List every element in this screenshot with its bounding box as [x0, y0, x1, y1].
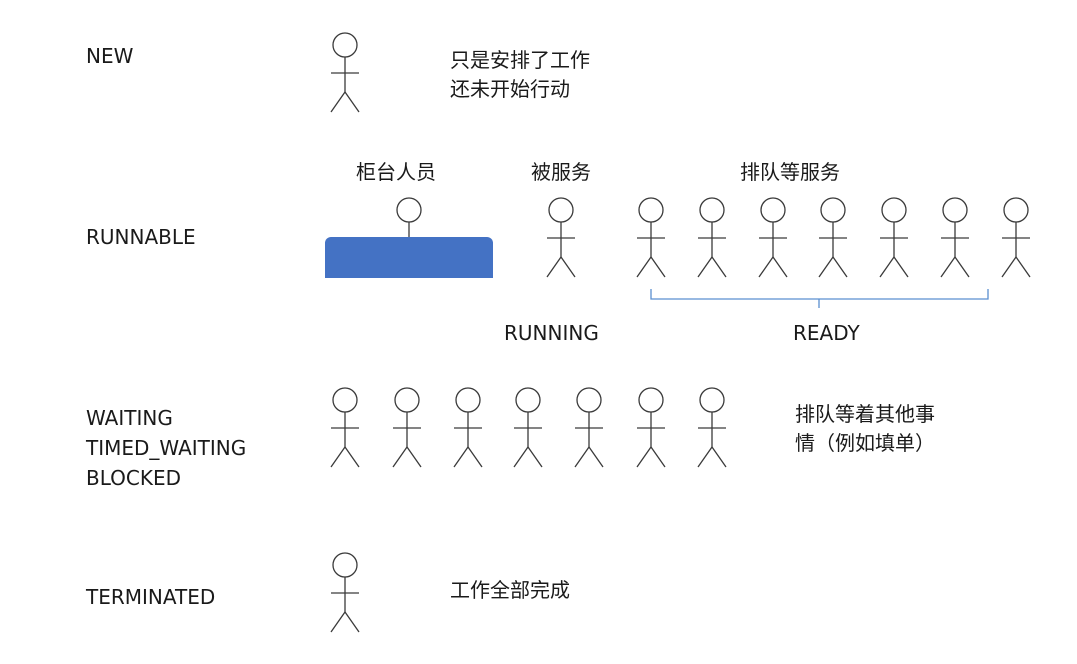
- figure-right-leg: [711, 256, 727, 278]
- figure-left-leg: [546, 256, 562, 278]
- figure-left-leg: [818, 256, 834, 278]
- figure-right-leg: [588, 446, 604, 468]
- running-label: RUNNING: [504, 321, 599, 345]
- figure-left-leg: [330, 91, 346, 113]
- state-label-waiting: WAITING: [86, 406, 173, 430]
- figure-queue: [697, 197, 727, 278]
- figure-waiting: [574, 387, 604, 468]
- state-label-terminated: TERMINATED: [86, 585, 216, 609]
- figure-head: [699, 197, 725, 223]
- figure-head: [332, 32, 358, 58]
- figure-right-leg: [711, 446, 727, 468]
- figure-new: [330, 32, 360, 113]
- figure-right-leg: [1015, 256, 1031, 278]
- state-label-runnable: RUNNABLE: [86, 225, 196, 249]
- counter-staff-label: 柜台人员: [356, 160, 436, 184]
- figure-head: [760, 197, 786, 223]
- state-label-new: NEW: [86, 44, 134, 68]
- figure-left-leg: [879, 256, 895, 278]
- figure-right-leg: [650, 256, 666, 278]
- figure-head: [942, 197, 968, 223]
- figure-head: [576, 387, 602, 413]
- figure-waiting: [453, 387, 483, 468]
- figure-head: [638, 197, 664, 223]
- figure-right-leg: [832, 256, 848, 278]
- figure-waiting: [697, 387, 727, 468]
- figure-queue: [818, 197, 848, 278]
- figure-left-leg: [453, 446, 469, 468]
- figure-left-leg: [636, 256, 652, 278]
- figure-head: [1003, 197, 1029, 223]
- figure-head: [515, 387, 541, 413]
- note-terminated: 工作全部完成: [450, 578, 570, 602]
- figure-right-leg: [344, 91, 360, 113]
- figure-queue: [636, 197, 666, 278]
- figure-head: [699, 387, 725, 413]
- figure-left-leg: [758, 256, 774, 278]
- figure-terminated: [330, 552, 360, 633]
- figure-right-leg: [406, 446, 422, 468]
- figure-head: [455, 387, 481, 413]
- figure-queue: [879, 197, 909, 278]
- figure-right-leg: [467, 446, 483, 468]
- figure-waiting: [330, 387, 360, 468]
- figure-right-leg: [772, 256, 788, 278]
- waiting-for-service-label: 排队等服务: [740, 160, 840, 184]
- figure-head: [332, 387, 358, 413]
- state-label-timed-waiting: TIMED_WAITING: [86, 436, 247, 460]
- figure-left-leg: [940, 256, 956, 278]
- figure-queue: [940, 197, 970, 278]
- figure-left-leg: [697, 446, 713, 468]
- figure-head: [548, 197, 574, 223]
- figure-head: [881, 197, 907, 223]
- counter-clerk-head: [396, 197, 422, 223]
- figure-waiting: [636, 387, 666, 468]
- figure-waiting: [513, 387, 543, 468]
- state-label-blocked: BLOCKED: [86, 466, 182, 490]
- ready-label: READY: [793, 321, 860, 345]
- figure-head: [638, 387, 664, 413]
- figure-left-leg: [697, 256, 713, 278]
- figure-left-leg: [574, 446, 590, 468]
- figure-head: [394, 387, 420, 413]
- figure-right-leg: [954, 256, 970, 278]
- figure-queue: [1001, 197, 1031, 278]
- note-new: 只是安排了工作 还未开始行动: [450, 48, 590, 101]
- figure-being-served: [546, 197, 576, 278]
- figure-right-leg: [650, 446, 666, 468]
- figure-left-leg: [513, 446, 529, 468]
- figure-left-leg: [330, 446, 346, 468]
- figure-right-leg: [344, 446, 360, 468]
- figure-right-leg: [527, 446, 543, 468]
- ready-brace: [650, 289, 989, 308]
- figure-right-leg: [893, 256, 909, 278]
- figure-left-leg: [330, 611, 346, 633]
- note-waiting: 排队等着其他事 情（例如填单）: [795, 402, 935, 455]
- figure-right-leg: [560, 256, 576, 278]
- being-served-label: 被服务: [531, 160, 591, 184]
- figure-queue: [758, 197, 788, 278]
- figure-head: [332, 552, 358, 578]
- figure-left-leg: [1001, 256, 1017, 278]
- state-label-waiting-group: WAITING TIMED_WAITING BLOCKED: [86, 403, 246, 493]
- figure-left-leg: [392, 446, 408, 468]
- figure-left-leg: [636, 446, 652, 468]
- figure-right-leg: [344, 611, 360, 633]
- figure-head: [820, 197, 846, 223]
- figure-waiting: [392, 387, 422, 468]
